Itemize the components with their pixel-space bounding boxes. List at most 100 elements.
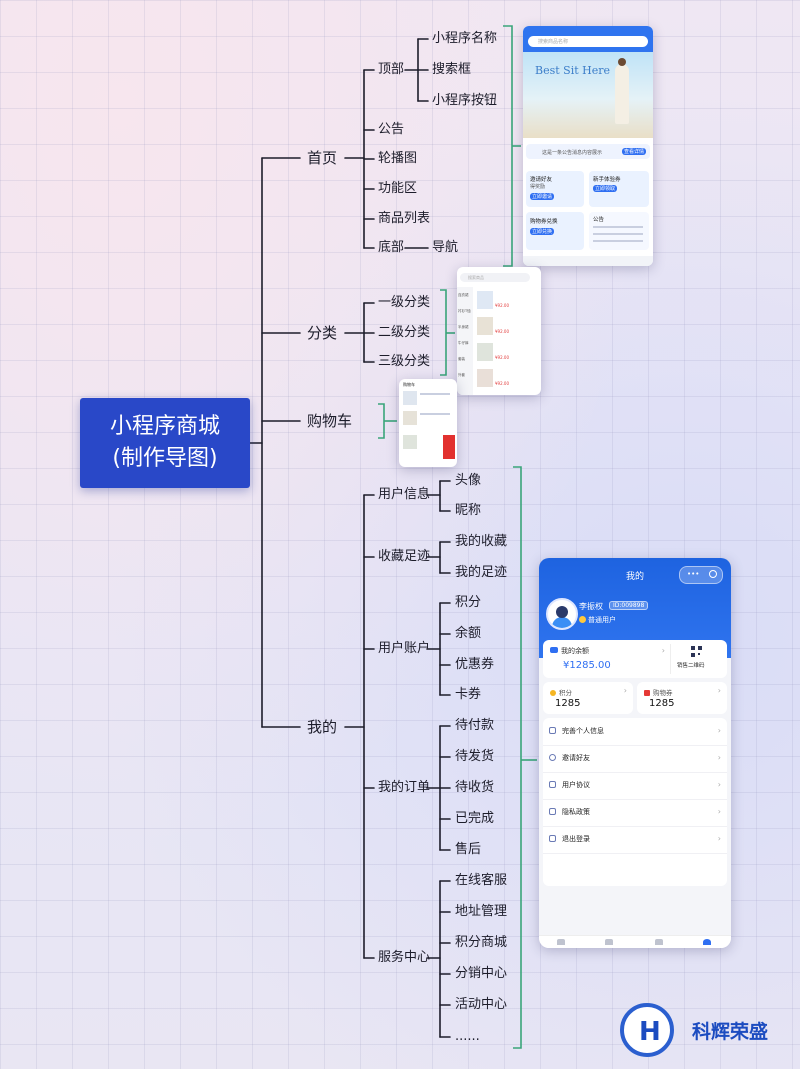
notice-line: [593, 233, 643, 235]
menu-item-label: 隐私政策: [562, 808, 590, 816]
home-product-strip: [523, 256, 653, 266]
root-subtitle: (制作导图): [112, 446, 218, 471]
home-banner: Best Sit Here: [523, 52, 653, 138]
node-category: 分类: [307, 324, 338, 342]
home-banner-text: Best Sit Here: [535, 64, 610, 77]
coin-icon: [550, 690, 556, 696]
node-mine-item: 待发货: [455, 749, 495, 764]
coupon-card[interactable]: 购物券 1285 ›: [637, 682, 727, 714]
banner-model: [615, 64, 629, 124]
category-search-placeholder: 搜索商品: [468, 275, 484, 280]
ticket-icon: [644, 690, 650, 696]
home-search-input: 搜索商品名称: [528, 36, 648, 47]
category-side-item: 牛仔裤: [458, 341, 469, 345]
node-home-top-item: 小程序名称: [432, 31, 498, 46]
chevron-right-icon: ›: [717, 834, 721, 843]
home-card-newbie: 新手体验券 立即领取: [589, 171, 649, 207]
node-mine-item: ......: [455, 1029, 480, 1044]
menu-item-agreement[interactable]: 用户协议 ›: [543, 772, 727, 800]
chevron-right-icon: ›: [623, 686, 627, 695]
user-id-badge: ID:009898: [609, 601, 649, 610]
user-role: 普通用户: [579, 615, 616, 625]
home-card-invite-sub: 得奖励: [530, 184, 546, 190]
brand-logo-icon: H: [620, 1003, 674, 1057]
home-search-placeholder: 搜索商品名称: [538, 39, 569, 45]
menu-item-logout[interactable]: 退出登录 ›: [543, 826, 727, 854]
node-mine-item: 积分商城: [455, 935, 508, 950]
cart-item-line: [420, 413, 450, 415]
points-value: 1285: [555, 698, 581, 709]
cart-checkout-button: [443, 435, 455, 459]
category-search-input: 搜索商品: [460, 273, 530, 282]
mine-menu: 完善个人信息 › 邀请好友 › 用户协议 › 隐私政策 › 退出登录 ›: [543, 718, 727, 886]
node-mine-item: 待收货: [455, 780, 495, 795]
cart-item-image: [403, 411, 417, 425]
node-mine-item: 售后: [455, 842, 482, 857]
balance-card[interactable]: 我的余额 ¥1285.00 › 销售二维码: [543, 640, 727, 678]
notice-line: [593, 226, 643, 228]
node-home-item: 商品列表: [378, 211, 431, 226]
chevron-right-icon: ›: [717, 686, 721, 695]
category-side-item: 衬衫T恤: [458, 309, 471, 313]
chevron-right-icon: ›: [717, 780, 721, 789]
home-tab-icon[interactable]: [557, 939, 565, 945]
points-card[interactable]: 积分 1285 ›: [543, 682, 633, 714]
node-home-item: 公告: [378, 122, 405, 137]
sales-qrcode-label: 销售二维码: [677, 663, 705, 669]
category-product-price: ¥92.00: [495, 329, 509, 334]
node-mine-item: 余额: [455, 626, 482, 641]
node-mine: 我的: [307, 718, 338, 736]
node-home-top: 顶部: [378, 62, 405, 77]
node-mine-item: 我的收藏: [455, 534, 508, 549]
menu-item-privacy[interactable]: 隐私政策 ›: [543, 799, 727, 827]
chevron-right-icon: ›: [661, 646, 665, 655]
cart-tab-icon[interactable]: [655, 939, 663, 945]
node-mine-item: 在线客服: [455, 873, 508, 888]
invite-icon: [549, 754, 556, 761]
user-tab-icon[interactable]: [703, 939, 711, 945]
document-icon: [549, 781, 556, 788]
node-mine-item: 地址管理: [455, 904, 508, 919]
node-mine-group: 用户信息: [378, 487, 431, 502]
home-card-exchange-button: 立即兑换: [530, 228, 555, 235]
user-name: 李振权: [579, 602, 603, 611]
mine-screenshot: 我的 ••• 李振权 ID:009898 普通用户 我的余额 ¥1285.00 …: [539, 558, 731, 948]
coupon-value: 1285: [649, 698, 675, 709]
cart-item-image: [403, 435, 417, 449]
tab-bar: [539, 935, 731, 948]
home-notice-panel: 公告: [589, 212, 649, 250]
node-home-top-item: 搜索框: [432, 62, 472, 77]
node-mine-item: 卡券: [455, 687, 482, 702]
node-mine-item: 我的足迹: [455, 565, 508, 580]
menu-item-profile[interactable]: 完善个人信息 ›: [543, 718, 727, 746]
home-notice-text: 这是一条公告消息内容展示: [542, 150, 603, 156]
home-notice-title: 公告: [593, 217, 605, 223]
menu-item-label: 退出登录: [562, 835, 590, 843]
avatar[interactable]: [546, 598, 578, 630]
node-category-item: 三级分类: [378, 354, 431, 369]
menu-item-label: 用户协议: [562, 781, 590, 789]
node-mine-group: 我的订单: [378, 780, 431, 795]
miniprogram-capsule[interactable]: •••: [679, 566, 723, 584]
home-notice-bar: 这是一条公告消息内容展示 查看详情: [526, 144, 650, 159]
node-home-item: 功能区: [378, 181, 418, 196]
node-home-bottom-item: 导航: [432, 240, 459, 255]
root-title: 小程序商城: [109, 414, 220, 439]
mine-screen-title: 我的: [625, 572, 644, 582]
node-mine-item: 头像: [455, 473, 482, 488]
home-notice-button: 查看详情: [622, 148, 647, 155]
node-mine-item: 活动中心: [455, 997, 508, 1012]
balance-label: 我的余额: [550, 646, 589, 656]
menu-item-invite[interactable]: 邀请好友 ›: [543, 745, 727, 773]
home-card-newbie-button: 立即领取: [593, 185, 618, 192]
profile-icon: [549, 727, 556, 734]
home-card-exchange: 购物券兑换 立即兑换: [526, 212, 584, 250]
node-mine-item: 已完成: [455, 811, 495, 826]
category-tab-icon[interactable]: [605, 939, 613, 945]
node-mine-group: 用户账户: [378, 641, 431, 656]
node-mine-group: 收藏足迹: [378, 549, 431, 564]
sales-qrcode-button[interactable]: 销售二维码: [670, 644, 723, 674]
qrcode-icon: [691, 646, 702, 657]
notice-line: [593, 240, 643, 242]
chevron-right-icon: ›: [717, 726, 721, 735]
